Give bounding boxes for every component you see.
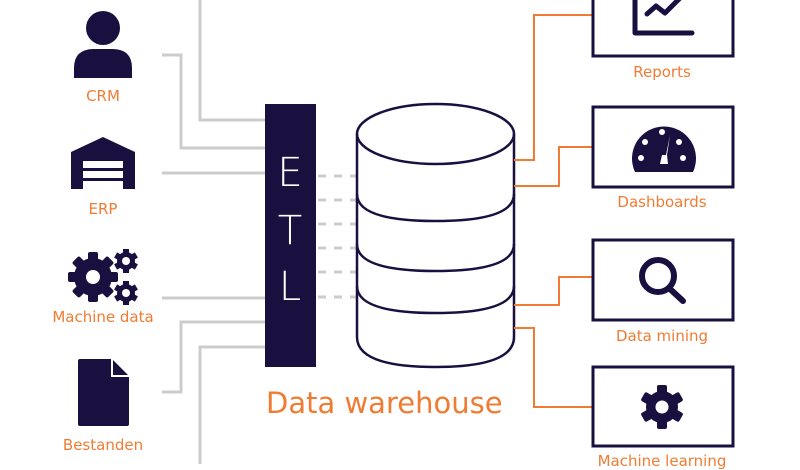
gear-icon (641, 385, 683, 429)
etl-bar (265, 104, 316, 367)
gauge-icon (632, 126, 696, 172)
connector-bestanden (162, 320, 265, 394)
output-label-dashboards: Dashboards (617, 193, 707, 211)
source-label-erp: ERP (88, 200, 118, 218)
database-icon (355, 102, 516, 369)
source-label-crm: CRM (86, 87, 120, 105)
output-label-data-mining: Data mining (615, 327, 709, 345)
warehouse-label: Data warehouse (266, 386, 503, 420)
chart-icon (632, 0, 695, 36)
source-connectors (162, 0, 265, 464)
connector-crm (162, 53, 265, 150)
data-mining-box (591, 238, 735, 322)
file-icon (78, 359, 129, 426)
gears-icon (68, 249, 138, 305)
etl-letter-t: T (277, 208, 303, 254)
warehouse-icon (71, 137, 135, 189)
output-connectors (514, 14, 592, 408)
etl-letter-e: E (277, 150, 303, 196)
output-label-reports: Reports (633, 63, 691, 81)
reports-box (591, 0, 735, 58)
search-icon (639, 257, 686, 304)
source-label-machine-data: Machine data (52, 308, 154, 326)
etl-letter-l: L (278, 264, 302, 310)
connector-bottom (198, 345, 265, 464)
person-icon (74, 11, 132, 78)
connector-top (198, 0, 265, 122)
source-label-bestanden: Bestanden (62, 436, 144, 454)
output-boxes (591, 0, 735, 448)
etl-to-warehouse-dashes (318, 174, 357, 299)
output-label-machine-learning: Machine learning (597, 452, 727, 470)
machine-learning-box (591, 365, 735, 448)
dashboards-box (591, 105, 735, 189)
